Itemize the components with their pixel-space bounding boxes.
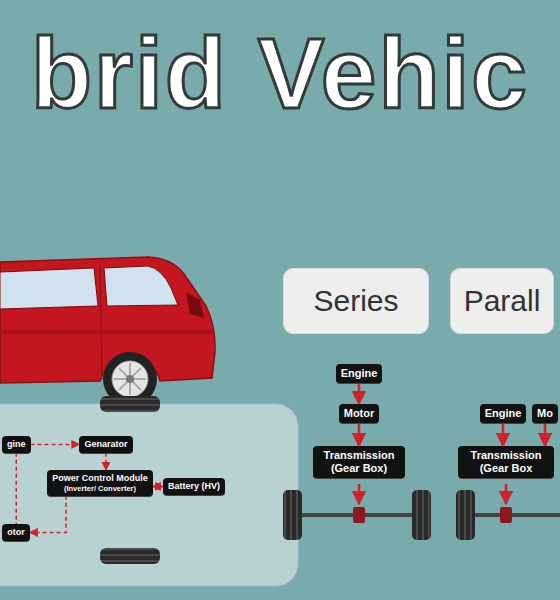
series-axle [283,484,431,540]
node-label: Engine [341,367,378,380]
node-label: Mo [537,407,553,420]
chassis-panel [0,404,298,586]
process-box: Engine [336,364,383,383]
flow-arrow [153,486,163,488]
flow-arrow [544,423,547,446]
node-label: otor [7,527,25,538]
node-label: gine [7,439,26,450]
parallel-axle [456,484,560,540]
flow-arrow [358,383,361,404]
component-box: gine [2,436,31,453]
tire [100,396,160,412]
component-box: Power Control Module(Inverter/ Converter… [47,470,153,496]
process-box: Motor [339,404,380,423]
node-label: Transmission (Gear Box [463,449,549,475]
node-label: Engine [485,407,522,420]
node-label: Series [296,283,416,319]
node-label: (Inverter/ Converter) [52,484,148,493]
process-box: Engine [480,404,527,423]
node-label: Genarator [84,439,127,450]
process-box: Transmission (Gear Box) [313,446,405,478]
node-label: Parall [463,283,541,319]
page-title: brid Vehic [31,18,529,128]
flow-arrow [358,423,361,446]
heading-panel: Series [283,268,429,334]
flow-arrow [105,453,107,470]
flow-arrow [16,453,18,524]
component-box: otor [2,524,30,541]
heading-panel: Parall [450,268,554,334]
process-box: Mo [532,404,558,423]
flow-arrow [502,423,505,446]
flow-arrow [30,496,66,533]
car-illustration [0,257,215,406]
process-box: Transmission (Gear Box [458,446,554,478]
component-box: Genarator [79,436,132,453]
component-box: Battery (HV) [163,478,225,495]
flow-arrow [31,444,80,446]
node-label: Motor [344,407,375,420]
node-label: Battery (HV) [168,481,220,492]
tire [100,548,160,564]
node-label: Power Control Module [52,473,148,484]
node-label: Transmission (Gear Box) [318,449,400,475]
